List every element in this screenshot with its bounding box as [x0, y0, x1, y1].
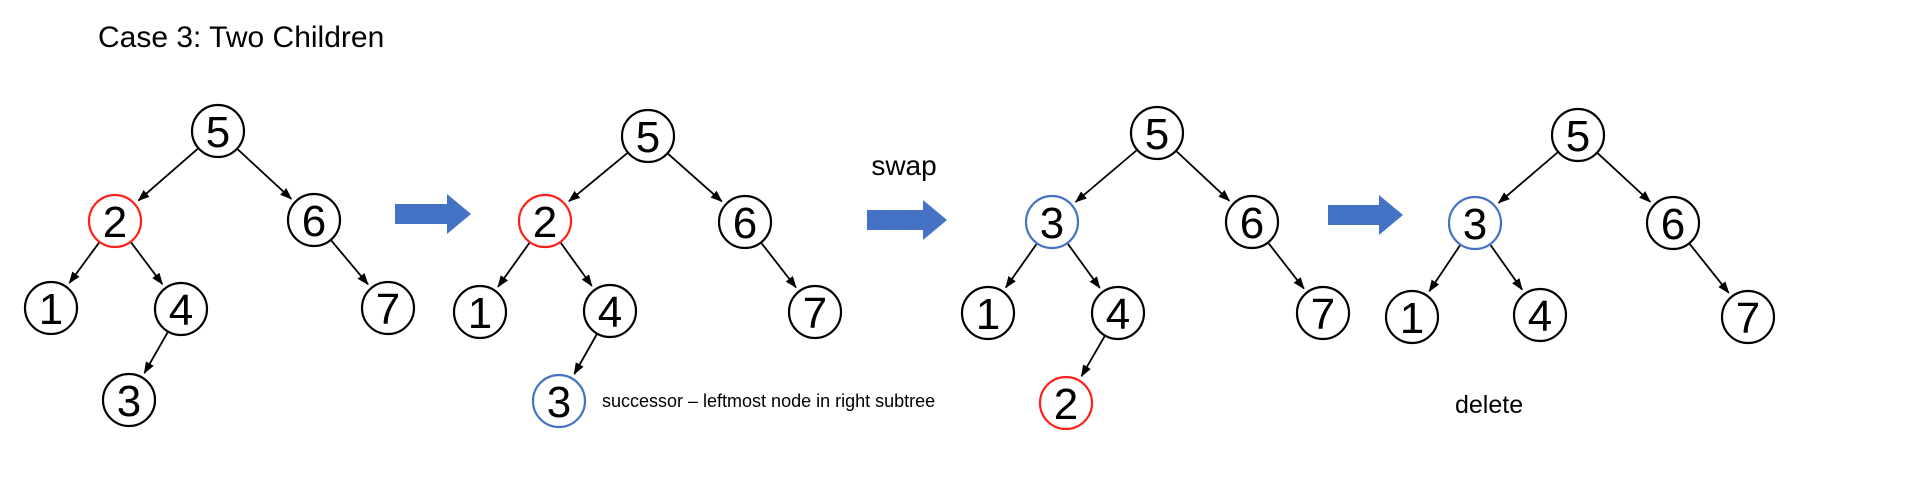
tree-node-value-3: 3: [1463, 200, 1487, 249]
tree-node-value-6: 6: [302, 197, 326, 246]
tree-node-4: [1512, 287, 1568, 343]
tree-node-value-3: 3: [117, 377, 141, 426]
swap-label: swap: [871, 150, 936, 181]
tree-node-value-5: 5: [1566, 112, 1590, 161]
tree-node-1: [960, 285, 1016, 341]
tree-node-2: [1038, 375, 1094, 431]
tree-node-7: [1720, 289, 1776, 345]
tree-edge: [1489, 244, 1523, 291]
tree-node-4: [582, 283, 638, 339]
tree-node-value-7: 7: [1311, 290, 1335, 339]
tree-edge: [1005, 243, 1038, 289]
step-arrow-icon: [395, 194, 471, 234]
tree-node-2: [87, 193, 143, 249]
tree-node-value-6: 6: [1240, 199, 1264, 248]
tree-node-4: [153, 281, 209, 337]
tree-edge: [760, 242, 797, 289]
delete-label: delete: [1455, 391, 1523, 419]
tree-step-1-initial: 5 2 6 1 43 7: [23, 103, 416, 428]
tree-edge: [497, 242, 531, 288]
tree-node-value-6: 6: [1661, 200, 1685, 249]
tree-node-6: [1224, 194, 1280, 250]
tree-step-3-after-swap: 5 3 6 1 42 7: [960, 105, 1351, 431]
tree-node-3: [1447, 195, 1503, 251]
tree-edge: [568, 152, 628, 202]
tree-node-value-3: 3: [1040, 199, 1064, 248]
tree-node-6: [1645, 195, 1701, 251]
tree-edge: [1497, 151, 1559, 204]
tree-edge: [143, 331, 169, 374]
tree-node-6: [717, 194, 773, 250]
tree-edge: [137, 148, 199, 202]
tree-edge: [330, 240, 369, 286]
tree-node-1: [452, 284, 508, 340]
tree-node-value-1: 1: [39, 285, 63, 334]
tree-node-3: [101, 372, 157, 428]
tree-edge: [1689, 243, 1730, 294]
tree-node-1: [1384, 289, 1440, 345]
tree-node-4: [1090, 285, 1146, 341]
tree-node-value-4: 4: [169, 286, 193, 335]
tree-node-value-7: 7: [376, 285, 400, 334]
tree-edge: [1080, 335, 1106, 378]
tree-node-5: [190, 103, 246, 159]
tree-edge: [560, 242, 593, 287]
tree-node-3: [1024, 194, 1080, 250]
successor-note-label: successor – leftmost node in right subtr…: [602, 391, 935, 411]
tree-node-value-4: 4: [598, 288, 622, 337]
tree-node-5: [1129, 105, 1185, 161]
tree-node-value-7: 7: [803, 289, 827, 338]
tree-edge: [68, 242, 100, 284]
tree-node-value-5: 5: [636, 113, 660, 162]
flow-arrows-layer: [395, 194, 1403, 240]
tree-node-value-2: 2: [103, 198, 127, 247]
tree-node-2: [517, 193, 573, 249]
tree-node-7: [360, 280, 416, 336]
tree-node-value-5: 5: [206, 108, 230, 157]
page-title: Case 3: Two Children: [98, 21, 384, 54]
tree-edge: [237, 148, 293, 200]
tree-edge: [1267, 242, 1305, 290]
tree-edge: [667, 153, 723, 203]
tree-node-7: [787, 284, 843, 340]
tree-node-value-3: 3: [547, 378, 571, 427]
tree-node-5: [620, 108, 676, 164]
tree-step-4-after-delete: 5 3 6 1 4 7: [1384, 107, 1776, 345]
tree-node-5: [1550, 107, 1606, 163]
tree-node-1: [23, 280, 79, 336]
tree-edge: [1176, 150, 1231, 202]
tree-node-3: [531, 373, 587, 429]
tree-node-value-7: 7: [1736, 294, 1760, 343]
tree-step-2-find-successor: 5 2 6 1 43 7: [452, 108, 843, 429]
step-arrow-icon: [1328, 195, 1403, 235]
step-arrow-icon: [867, 200, 947, 240]
tree-node-value-6: 6: [733, 199, 757, 248]
tree-edge: [1074, 149, 1137, 203]
tree-edge: [573, 334, 598, 375]
tree-edge: [1067, 243, 1101, 289]
tree-node-value-1: 1: [1400, 294, 1424, 343]
tree-node-6: [286, 192, 342, 248]
tree-node-value-1: 1: [976, 290, 1000, 339]
tree-edge: [1428, 244, 1461, 293]
tree-node-value-5: 5: [1145, 110, 1169, 159]
tree-edge: [130, 242, 164, 286]
tree-node-value-4: 4: [1106, 290, 1130, 339]
tree-node-value-2: 2: [1054, 380, 1078, 429]
tree-node-value-1: 1: [468, 289, 492, 338]
tree-node-7: [1295, 285, 1351, 341]
tree-node-value-2: 2: [533, 198, 557, 247]
tree-node-value-4: 4: [1528, 292, 1552, 341]
tree-edge: [1597, 152, 1652, 203]
